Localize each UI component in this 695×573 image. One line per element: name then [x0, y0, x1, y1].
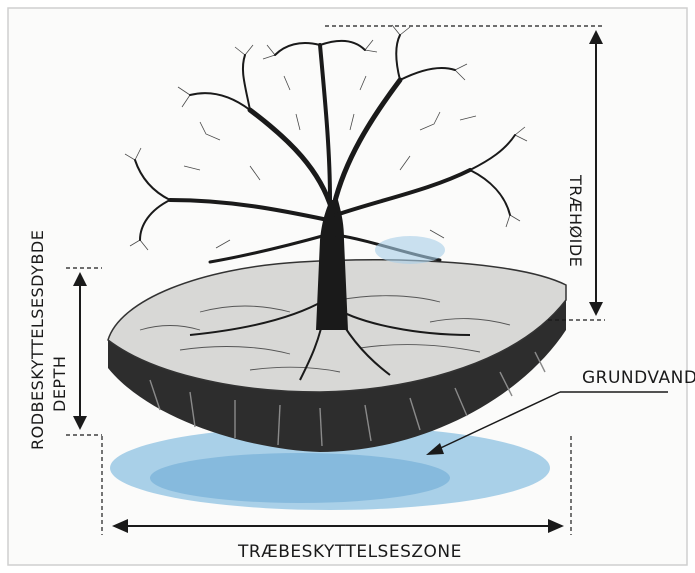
- tree-height-label: TRÆHØIDE: [566, 175, 585, 267]
- root-depth-label: RODBESKYTTELSESDYBDE: [28, 230, 47, 450]
- sky-hint: [375, 236, 445, 264]
- protection-zone-label: TRÆBESKYTTELSESZONE: [238, 542, 462, 562]
- groundwater-deep: [150, 453, 450, 503]
- root-depth-sublabel: DEPTH: [50, 356, 69, 412]
- groundwater-label: GRUNDVAND: [582, 368, 695, 388]
